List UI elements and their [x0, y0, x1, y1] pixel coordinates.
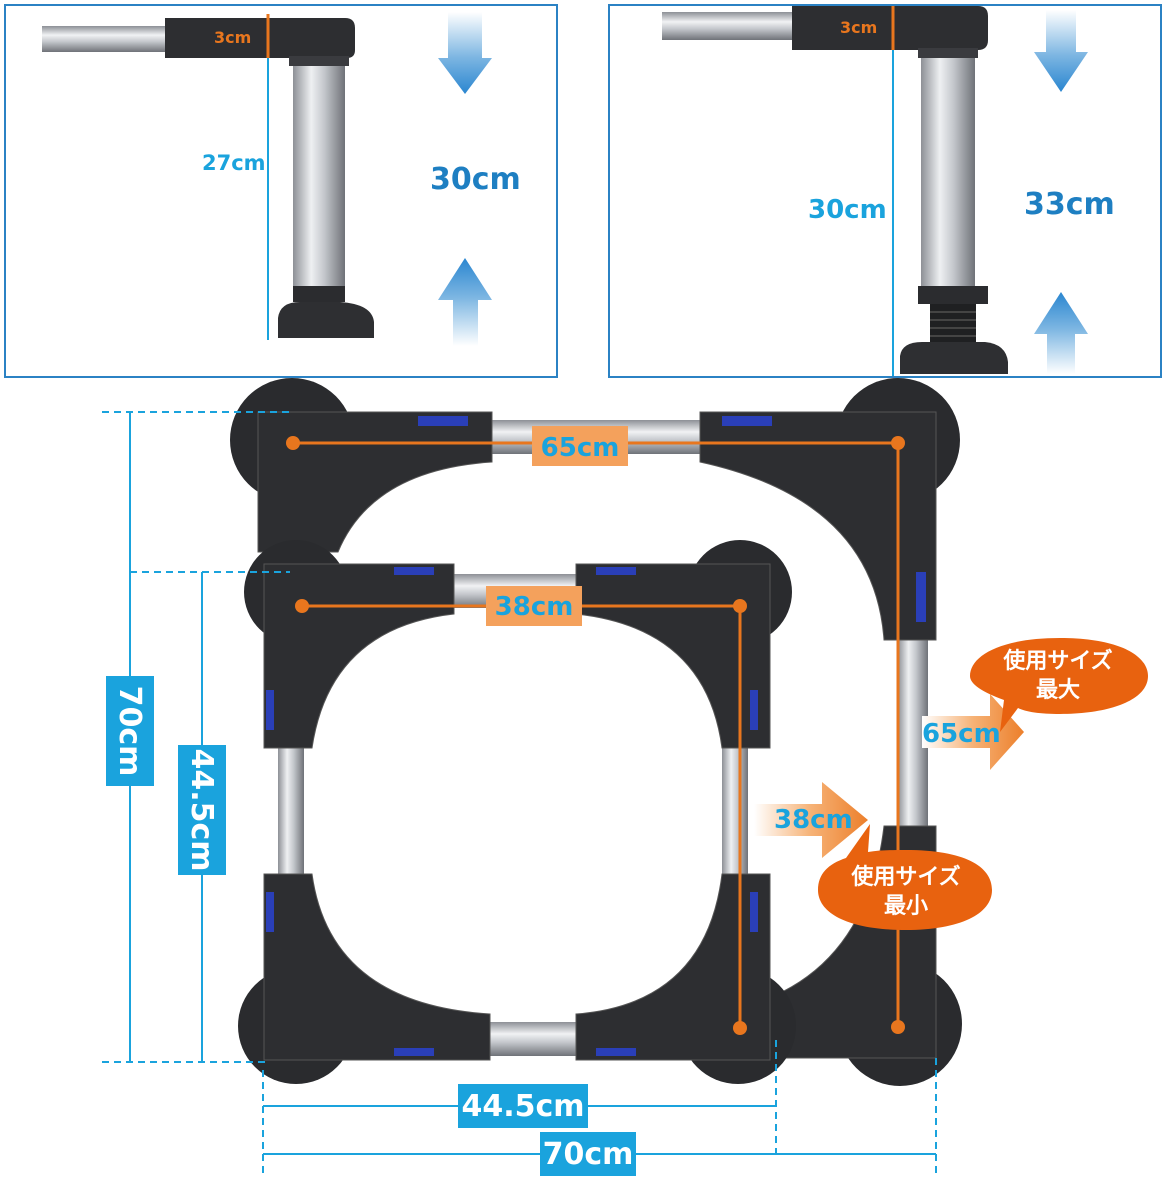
max-size-callout: 使用サイズ 最大 [970, 638, 1148, 732]
small-width-label: 38cm [495, 592, 574, 622]
frame-rod [278, 745, 304, 875]
left-height-panel: 3cm 27cm 30cm [4, 4, 558, 378]
top-arm [165, 18, 355, 58]
outer-width-tag [540, 1132, 636, 1176]
min-size-callout: 使用サイズ 最小 [818, 824, 992, 930]
large-width-label: 65cm [541, 433, 620, 463]
leg-tube [921, 52, 975, 288]
orange-measure-lines [293, 441, 900, 1028]
inner-width-tag [458, 1084, 588, 1128]
outer-height-label: 70cm [112, 686, 147, 777]
arrow-up-icon [1034, 292, 1088, 374]
outer-width-label: 70cm [543, 1137, 634, 1172]
min-callout-line2: 最小 [884, 894, 928, 919]
adjust-rod [42, 26, 170, 52]
max-callout-line2: 最大 [1036, 678, 1080, 703]
outer-height-tag [106, 676, 154, 786]
small-width-tag [486, 586, 582, 626]
right-height-panel: 3cm 30cm 33cm [608, 4, 1162, 378]
inner-height-label: 44.5cm [184, 748, 219, 871]
frame-rod [722, 745, 748, 875]
arrow-up-icon [438, 258, 492, 346]
large-width-tag [532, 426, 628, 466]
min-callout-line1: 使用サイズ [850, 864, 960, 890]
inner-width-label: 44.5cm [461, 1089, 584, 1124]
max-callout-line1: 使用サイズ [1002, 648, 1112, 674]
small-side-label: 38cm [774, 805, 853, 835]
arrow-down-icon [438, 12, 492, 94]
leg-tube [293, 58, 345, 288]
inner-height-tag [178, 745, 226, 875]
large-side-label: 65cm [922, 719, 1001, 749]
total-height-label: 30cm [430, 162, 521, 197]
rubber-foot [900, 342, 1008, 374]
measure-dots [286, 436, 905, 1035]
speech-bubble-icon [970, 638, 1148, 732]
leg-height-label: 30cm [808, 195, 887, 225]
arrow-right-icon [754, 782, 868, 858]
arrow-down-icon [1034, 10, 1088, 92]
small-frame [238, 540, 796, 1084]
top-offset-label: 3cm [214, 28, 251, 47]
arrow-right-icon [922, 694, 1024, 770]
speech-bubble-icon [818, 824, 992, 930]
rubber-foot [278, 302, 374, 338]
top-arm [792, 6, 988, 50]
top-offset-label: 3cm [840, 18, 877, 37]
leg-height-label: 27cm [202, 151, 266, 175]
total-height-label: 33cm [1024, 187, 1115, 222]
adjust-rod [662, 12, 798, 40]
